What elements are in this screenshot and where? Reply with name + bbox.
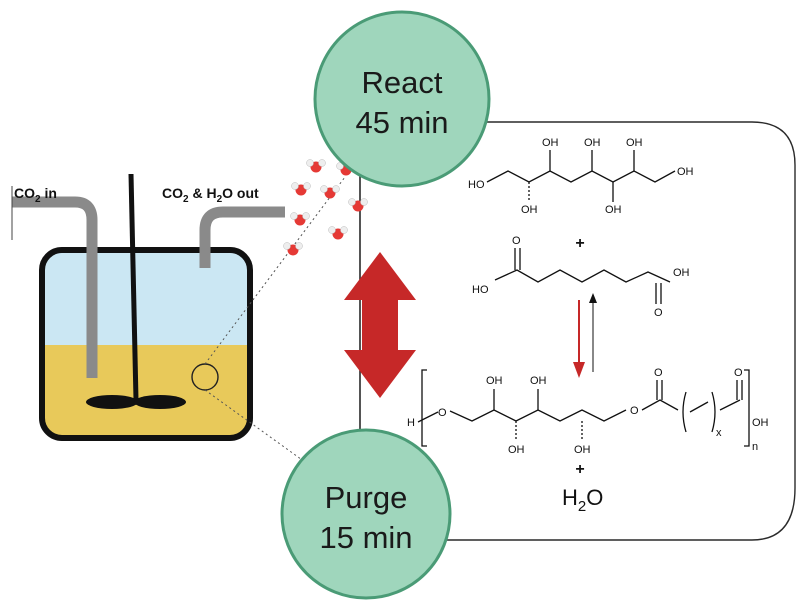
vessel-wall — [39, 247, 253, 441]
zoom-line-top — [204, 176, 346, 365]
plus-sign-2: + — [575, 461, 584, 478]
water-molecule-icon — [306, 159, 326, 173]
cycle-loop — [375, 121, 796, 541]
stirrer-shaft — [128, 173, 139, 401]
zoom-line-bottom — [204, 389, 306, 463]
sorbitol-oh-2: OH — [584, 137, 601, 149]
water-molecule-icon — [328, 226, 348, 240]
sorbitol-oh-4: OH — [521, 204, 538, 216]
sorbitol-oh-1: OH — [542, 137, 559, 149]
polymer-carbonyl-o-1: O — [654, 367, 663, 379]
equilibrium-arrows — [573, 293, 597, 378]
purge-label: Purge — [325, 480, 408, 515]
repeat-n-subscript: n — [752, 441, 758, 453]
bracket-left — [421, 369, 427, 447]
react-circle — [313, 10, 491, 188]
water-molecule-icon — [283, 242, 303, 256]
paren-left — [682, 391, 687, 433]
double-headed-arrow-icon — [344, 252, 416, 398]
react-label: React — [362, 65, 443, 100]
adipic-ho: HO — [472, 284, 489, 296]
co2-h2o-out-label: CO2 & H2O out — [162, 185, 259, 205]
polymer-ester-o-left: O — [438, 407, 447, 419]
polymer-oh-4: OH — [574, 444, 591, 456]
sorbitol-structure: HO OH OH OH OH OH OH — [468, 137, 694, 216]
polymer-oh-1: OH — [486, 375, 503, 387]
polymer-ester-o-right: O — [630, 405, 639, 417]
water-molecules — [283, 159, 368, 256]
water-molecule-icon — [320, 185, 340, 199]
react-step: React 45 min — [313, 10, 491, 188]
adipic-chain — [494, 269, 671, 283]
polymer-end-h: H — [407, 417, 415, 429]
adipic-acid-structure: O HO OH O — [472, 235, 690, 319]
water-molecule-icon — [291, 182, 311, 196]
sorbitol-oh-5: OH — [605, 204, 622, 216]
sorbitol-oh-right: OH — [677, 166, 694, 178]
reactor-vessel — [39, 176, 346, 463]
impeller-icon — [86, 395, 186, 409]
headspace — [42, 250, 250, 345]
paren-right — [711, 391, 716, 433]
react-duration: 45 min — [355, 105, 448, 140]
polymer-end-oh: OH — [752, 417, 769, 429]
polymer-chain — [449, 409, 627, 422]
purge-step: Purge 15 min — [280, 428, 452, 600]
adipic-oh: OH — [673, 267, 690, 279]
inlet-pipe — [12, 196, 98, 378]
bracket-right — [744, 369, 750, 447]
purge-circle — [280, 428, 452, 600]
polymer-oh-2: OH — [530, 375, 547, 387]
water-molecule-icon — [348, 198, 368, 212]
sorbitol-ho-left: HO — [468, 179, 485, 191]
plus-sign-1: + — [575, 235, 584, 252]
liquid — [42, 345, 250, 438]
sorbitol-chain — [486, 170, 676, 183]
polymer-carbonyl-o-2: O — [734, 367, 743, 379]
outlet-pipe — [199, 206, 285, 268]
water-formula: H2O — [562, 485, 603, 515]
adipic-o-top: O — [512, 235, 521, 247]
adipic-o-bottom: O — [654, 307, 663, 319]
polyester-structure: H O OH OH OH OH O O x O OH n — [407, 367, 769, 456]
water-molecule-icon — [290, 212, 310, 226]
repeat-x-subscript: x — [716, 427, 722, 439]
sorbitol-oh-3: OH — [626, 137, 643, 149]
purge-duration: 15 min — [319, 520, 412, 555]
polymer-oh-3: OH — [508, 444, 525, 456]
co2-in-label: CO2 in — [14, 185, 57, 205]
